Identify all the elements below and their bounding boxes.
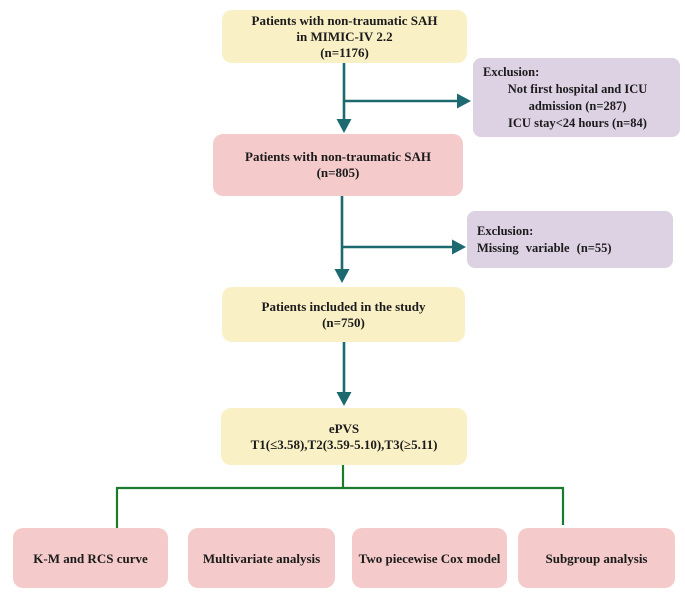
box-patients-mimic-line1: Patients with non-traumatic SAH: [251, 12, 438, 28]
exclusion2-title: Exclusion:: [477, 223, 534, 238]
box-analysis-piecewise-cox: Two piecewise Cox model: [352, 528, 507, 588]
box-analysis-km-rcs: K-M and RCS curve: [13, 528, 168, 588]
box-patients-sah-line2: (n=805): [316, 165, 360, 180]
arrowhead-top-to-sah: [336, 119, 352, 133]
exclusion1-line2: admission (n=287): [528, 98, 627, 113]
arrowhead-sah-to-included: [334, 269, 350, 283]
exclusion1-line1: Not first hospital and ICU: [507, 81, 648, 96]
box-patients-sah: Patients with non-traumatic SAH (n=805): [213, 134, 463, 196]
box-analysis-subgroup: Subgroup analysis: [518, 528, 675, 588]
exclusion1-line3: ICU stay<24 hours (n=84): [508, 115, 647, 130]
box-exclusion-1: Exclusion: Not first hospital and ICU ad…: [473, 58, 680, 137]
box-analysis-piecewise-cox-label: Two piecewise Cox model: [358, 550, 501, 566]
box-analysis-multivariate: Multivariate analysis: [188, 528, 335, 588]
box-patients-included: Patients included in the study (n=750): [222, 287, 465, 342]
arrowhead-to-exclusion1: [457, 93, 471, 109]
box-patients-sah-line1: Patients with non-traumatic SAH: [245, 149, 431, 164]
box-patients-included-line1: Patients included in the study: [261, 298, 426, 314]
box-patients-mimic: Patients with non-traumatic SAH in MIMIC…: [222, 10, 467, 63]
box-patients-included-line2: (n=750): [322, 314, 365, 330]
box-epvs-tertiles: ePVS T1(≤3.58),T2(3.59-5.10),T3(≥5.11): [221, 408, 467, 465]
box-analysis-km-rcs-label: K-M and RCS curve: [33, 550, 148, 566]
box-analysis-multivariate-label: Multivariate analysis: [202, 550, 321, 566]
box-exclusion-2: Exclusion: Missing variable (n=55): [467, 211, 673, 268]
exclusion2-line1: Missing variable (n=55): [477, 240, 612, 255]
box-epvs-line2: T1(≤3.58),T2(3.59-5.10),T3(≥5.11): [250, 436, 438, 452]
box-patients-mimic-line2: in MIMIC-IV 2.2: [296, 28, 393, 44]
exclusion1-title: Exclusion:: [483, 64, 540, 79]
box-patients-mimic-line3: (n=1176): [320, 44, 369, 60]
box-analysis-subgroup-label: Subgroup analysis: [545, 550, 648, 566]
arrowhead-to-exclusion2: [452, 239, 466, 255]
arrowhead-included-to-epvs: [336, 392, 352, 406]
box-epvs-line1: ePVS: [328, 420, 360, 436]
